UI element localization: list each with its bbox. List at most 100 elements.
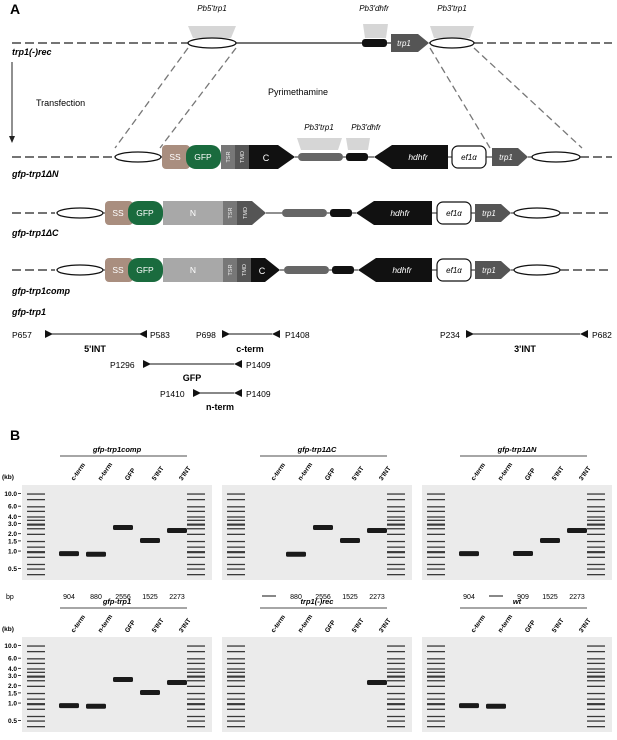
ladder-band [587, 540, 605, 543]
ladder-band [587, 698, 605, 700]
svg-text:c-term: c-term [236, 344, 264, 354]
ladder-band [387, 720, 405, 722]
ladder-band [427, 556, 445, 558]
ladder-band [587, 516, 605, 518]
lane-label: c-term [70, 462, 87, 482]
ladder-band [387, 574, 405, 576]
band-size: 904 [63, 594, 75, 601]
ladder-band [27, 546, 45, 548]
sample-band [59, 551, 79, 557]
ladder-band [587, 662, 605, 665]
svg-text:SS: SS [112, 208, 124, 218]
svg-text:P1410: P1410 [160, 389, 185, 399]
gfp-trp1-dN-construct: SS GFP TSR TMD C Pb3'trp1 Pb3'dhfr hdhfr… [11, 123, 612, 179]
ladder-band [427, 528, 445, 530]
kb-tick: 0.5 [8, 566, 17, 573]
ladder-band [427, 680, 445, 682]
svg-text:GFP: GFP [183, 373, 202, 383]
ladder-band [387, 685, 405, 687]
ladder-band [387, 510, 405, 513]
ladder-band [187, 675, 205, 678]
ladder-band [227, 556, 245, 558]
ladder-band [387, 493, 405, 495]
svg-text:TMD: TMD [243, 207, 249, 219]
ladder-band [27, 498, 45, 501]
sample-band [140, 537, 160, 543]
ladder-band [27, 516, 45, 518]
lane-label: 5'INT [351, 617, 366, 634]
ladder-band [27, 692, 45, 695]
ladder-band [187, 650, 205, 653]
ladder-band [387, 540, 405, 543]
ladder-band [227, 533, 245, 535]
band-size: 2556 [315, 594, 331, 601]
ladder-band [227, 668, 245, 670]
lane-label: c-term [70, 614, 87, 634]
ladder-band [27, 523, 45, 526]
ladder-band [187, 726, 205, 728]
svg-text:C: C [259, 266, 266, 276]
ladder-band [227, 698, 245, 700]
band-size: 2273 [569, 594, 585, 601]
lane-label: c-term [270, 614, 287, 634]
ladder-band [387, 698, 405, 700]
gel-3: gfp-trp1c-termn-termGFP5'INT3'INT9048802… [2, 597, 212, 732]
svg-text:5'INT: 5'INT [84, 344, 106, 354]
ladder-band [227, 568, 245, 570]
ladder-band [27, 510, 45, 513]
svg-text:C: C [263, 153, 270, 163]
ladder-band [187, 510, 205, 513]
sample-band [367, 679, 387, 685]
ladder-band [587, 546, 605, 548]
lane-label: n-term [297, 613, 314, 634]
kb-tick: 1.5 [8, 690, 17, 697]
ladder-band [387, 528, 405, 530]
ladder-band [227, 519, 245, 521]
band-size: 2556 [115, 594, 131, 601]
ladder-band [27, 574, 45, 576]
construct-gfp-trp1comp: gfp-trp1comp [11, 286, 70, 296]
ladder-band [187, 668, 205, 670]
ladder-band [187, 493, 205, 495]
kb-tick: 6.0 [8, 656, 17, 663]
ladder-band [587, 726, 605, 728]
ladder-band [227, 528, 245, 530]
svg-text:P583: P583 [150, 330, 170, 340]
ladder-band [387, 671, 405, 673]
ladder-band [227, 662, 245, 665]
ladder-band [187, 662, 205, 665]
ladder-band [427, 703, 445, 706]
ladder-band [27, 563, 45, 566]
ladder-band [427, 671, 445, 673]
ladder-band [27, 668, 45, 670]
lane-label: n-term [497, 461, 514, 482]
lane-label: 3'INT [378, 617, 393, 634]
ladder-band [227, 685, 245, 687]
svg-text:P698: P698 [196, 330, 216, 340]
band-size: 880 [90, 594, 102, 601]
lane-label: GFP [124, 467, 138, 483]
ladder-band [187, 685, 205, 687]
svg-text:GFP: GFP [136, 208, 154, 218]
lane-label: 3'INT [178, 465, 193, 482]
lane-label: 3'INT [178, 617, 193, 634]
lane-label: 3'INT [378, 465, 393, 482]
svg-text:N: N [190, 265, 196, 275]
construct-gfp-trp1: gfp-trp1 [11, 307, 46, 317]
svg-text:TMD: TMD [240, 151, 246, 163]
sample-band [340, 537, 360, 543]
ladder-band [227, 546, 245, 548]
ladder-band [587, 510, 605, 513]
svg-text:TSR: TSR [228, 264, 234, 275]
construct-gfp-trp1-dN: gfp-trp1ΔN [11, 169, 59, 179]
svg-text:trp1: trp1 [482, 209, 496, 218]
ladder-band [427, 708, 445, 710]
lane-label: 5'INT [351, 465, 366, 482]
ladder-band [227, 692, 245, 695]
svg-text:P657: P657 [12, 330, 32, 340]
ladder-band [427, 662, 445, 665]
